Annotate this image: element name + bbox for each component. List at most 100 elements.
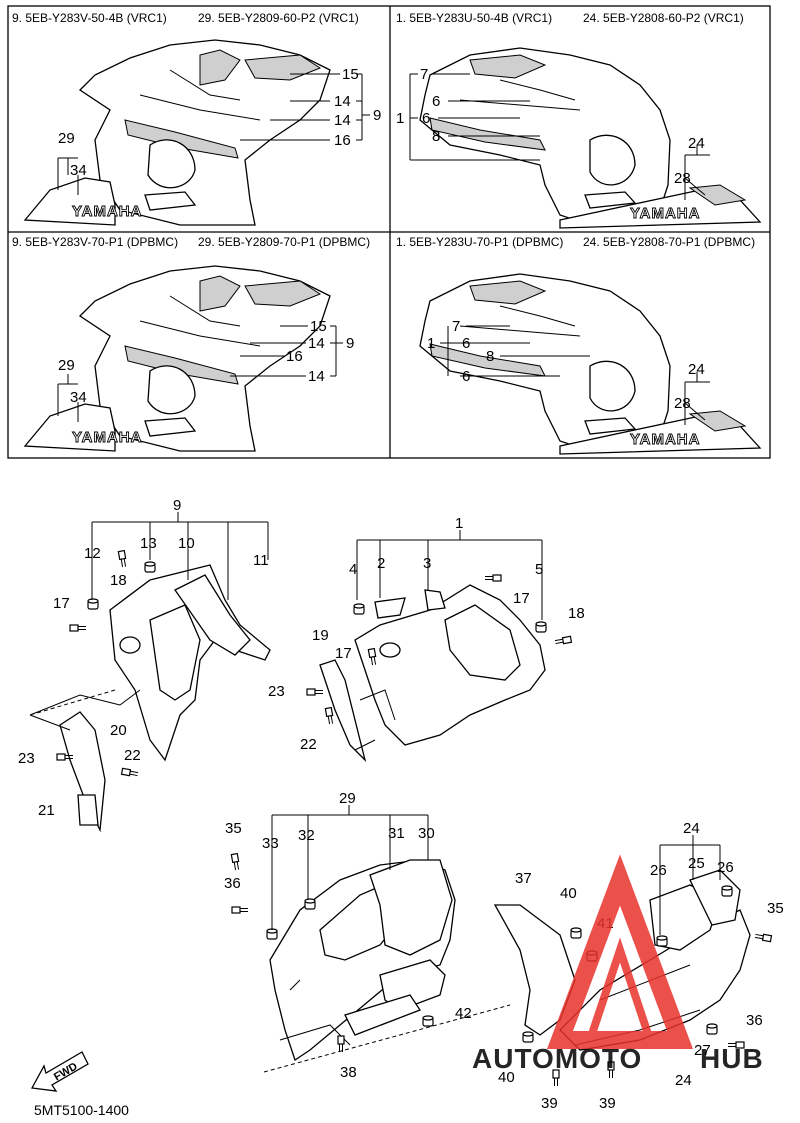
part-number-label: 24 <box>675 1072 692 1089</box>
diagram-code: 5MT5100-1400 <box>34 1102 129 1118</box>
part-number-label: 6 <box>462 368 470 385</box>
part-number-label: 9 <box>173 497 181 514</box>
part-number-label: 8 <box>486 348 494 365</box>
part-number-label: 35 <box>225 820 242 837</box>
yamaha-decal: YAMAHA <box>72 429 142 446</box>
forward-arrow-icon: FWD <box>30 1051 89 1092</box>
yamaha-decal: YAMAHA <box>630 205 700 222</box>
part-number-label: 13 <box>140 535 157 552</box>
part-number-label: 42 <box>455 1005 472 1022</box>
part-number-label: 2 <box>377 555 385 572</box>
part-number-label: 26 <box>717 859 734 876</box>
part-number-label: 14 <box>308 335 325 352</box>
part-number-label: 7 <box>452 318 460 335</box>
part-number-label: 18 <box>568 605 585 622</box>
cowl-side-view-top-right <box>419 47 761 229</box>
part-number-label: 6 <box>462 335 470 352</box>
part-number-label: 1 <box>396 110 404 127</box>
part-number-label: 38 <box>340 1064 357 1081</box>
panel-caption: 24. 5EB-Y2808-60-P2 (VRC1) <box>583 11 744 25</box>
part-number-label: 36 <box>746 1012 763 1029</box>
part-number-label: 28 <box>674 170 691 187</box>
part-number-label: 37 <box>515 870 532 887</box>
part-number-label: 14 <box>308 368 325 385</box>
part-number-label: 4 <box>349 561 357 578</box>
part-number-label: 34 <box>70 162 87 179</box>
part-number-label: 39 <box>599 1095 616 1112</box>
part-number-label: 5 <box>535 561 543 578</box>
part-number-label: 25 <box>688 855 705 872</box>
part-number-label: 33 <box>262 835 279 852</box>
part-number-label: 6 <box>422 110 430 127</box>
part-number-label: 3 <box>423 555 431 572</box>
part-number-label: 19 <box>312 627 329 644</box>
part-number-label: 32 <box>298 827 315 844</box>
part-number-label: 1 <box>455 515 463 532</box>
part-number-label: 40 <box>498 1069 515 1086</box>
part-number-label: 9 <box>373 107 381 124</box>
label-group-top-left: 15 14 9 14 16 29 34 <box>57 66 381 195</box>
right-side-cowl-assembly: 1 2 3 4 5 17 18 19 17 23 22 <box>268 515 585 763</box>
part-number-label: 12 <box>84 545 101 562</box>
part-number-label: 8 <box>432 128 440 145</box>
part-number-label: 10 <box>178 535 195 552</box>
part-number-label: 31 <box>388 825 405 842</box>
part-number-label: 17 <box>513 590 530 607</box>
left-side-cowl-assembly: 9 12 13 10 11 18 17 20 23 22 21 <box>18 497 271 833</box>
part-number-label: 29 <box>339 790 356 807</box>
part-number-label: 24 <box>688 135 705 152</box>
panel-caption: 9. 5EB-Y283V-50-4B (VRC1) <box>12 11 167 25</box>
part-number-label: 17 <box>53 595 70 612</box>
part-number-label: 14 <box>334 112 351 129</box>
panel-caption: 9. 5EB-Y283V-70-P1 (DPBMC) <box>12 235 178 249</box>
yamaha-decal: YAMAHA <box>72 203 142 220</box>
part-number-label: 23 <box>268 683 285 700</box>
part-number-label: 24 <box>688 361 705 378</box>
part-number-label: 27 <box>694 1042 711 1059</box>
part-number-label: 26 <box>650 862 667 879</box>
part-number-label: 39 <box>541 1095 558 1112</box>
part-number-label: 28 <box>674 395 691 412</box>
cowl-side-view-bottom-right <box>419 273 761 455</box>
part-number-label: 15 <box>342 66 359 83</box>
part-number-label: 7 <box>420 66 428 83</box>
part-number-label: 11 <box>253 552 269 569</box>
part-number-label: 24 <box>683 820 700 837</box>
part-number-label: 30 <box>418 825 435 842</box>
panel-caption: 29. 5EB-Y2809-70-P1 (DPBMC) <box>198 235 370 249</box>
part-number-label: 20 <box>110 722 127 739</box>
label-group-bottom-right: 7 1 6 8 6 24 28 <box>427 318 710 425</box>
panel-caption: 1. 5EB-Y283U-70-P1 (DPBMC) <box>396 235 563 249</box>
part-number-label: 40 <box>560 885 577 902</box>
part-number-label: 23 <box>18 750 35 767</box>
part-number-label: 17 <box>335 645 352 662</box>
part-number-label: 16 <box>286 348 303 365</box>
forward-label: FWD <box>52 1060 80 1083</box>
panel-caption: 29. 5EB-Y2809-60-P2 (VRC1) <box>198 11 359 25</box>
watermark-text: HUB <box>700 1043 764 1074</box>
label-group-bottom-left: 15 9 14 16 14 29 34 <box>57 318 354 422</box>
part-number-label: 34 <box>70 389 87 406</box>
part-number-label: 29 <box>58 130 75 147</box>
part-number-label: 18 <box>110 572 127 589</box>
yamaha-decal: YAMAHA <box>630 431 700 448</box>
part-number-label: 21 <box>38 802 55 819</box>
part-number-label: 16 <box>334 132 351 149</box>
panel-caption: 24. 5EB-Y2808-70-P1 (DPBMC) <box>583 235 755 249</box>
part-number-label: 22 <box>300 736 317 753</box>
part-number-label: 36 <box>224 875 241 892</box>
automotohub-watermark: AUTOMOTO HUB <box>472 854 764 1074</box>
part-number-label: 6 <box>432 93 440 110</box>
part-number-label: 14 <box>334 93 351 110</box>
part-number-label: 9 <box>346 335 354 352</box>
label-group-top-right: 7 6 1 6 8 24 28 <box>396 66 710 200</box>
part-number-label: 35 <box>767 900 784 917</box>
part-number-label: 29 <box>58 357 75 374</box>
panel-caption: 1. 5EB-Y283U-50-4B (VRC1) <box>396 11 552 25</box>
left-under-cowl-assembly: 29 35 33 32 31 30 36 42 38 <box>224 790 472 1081</box>
part-number-label: 1 <box>427 335 435 352</box>
part-number-label: 22 <box>124 747 141 764</box>
part-number-label: 15 <box>310 318 327 335</box>
watermark-text: AUTOMOTO <box>472 1043 642 1074</box>
